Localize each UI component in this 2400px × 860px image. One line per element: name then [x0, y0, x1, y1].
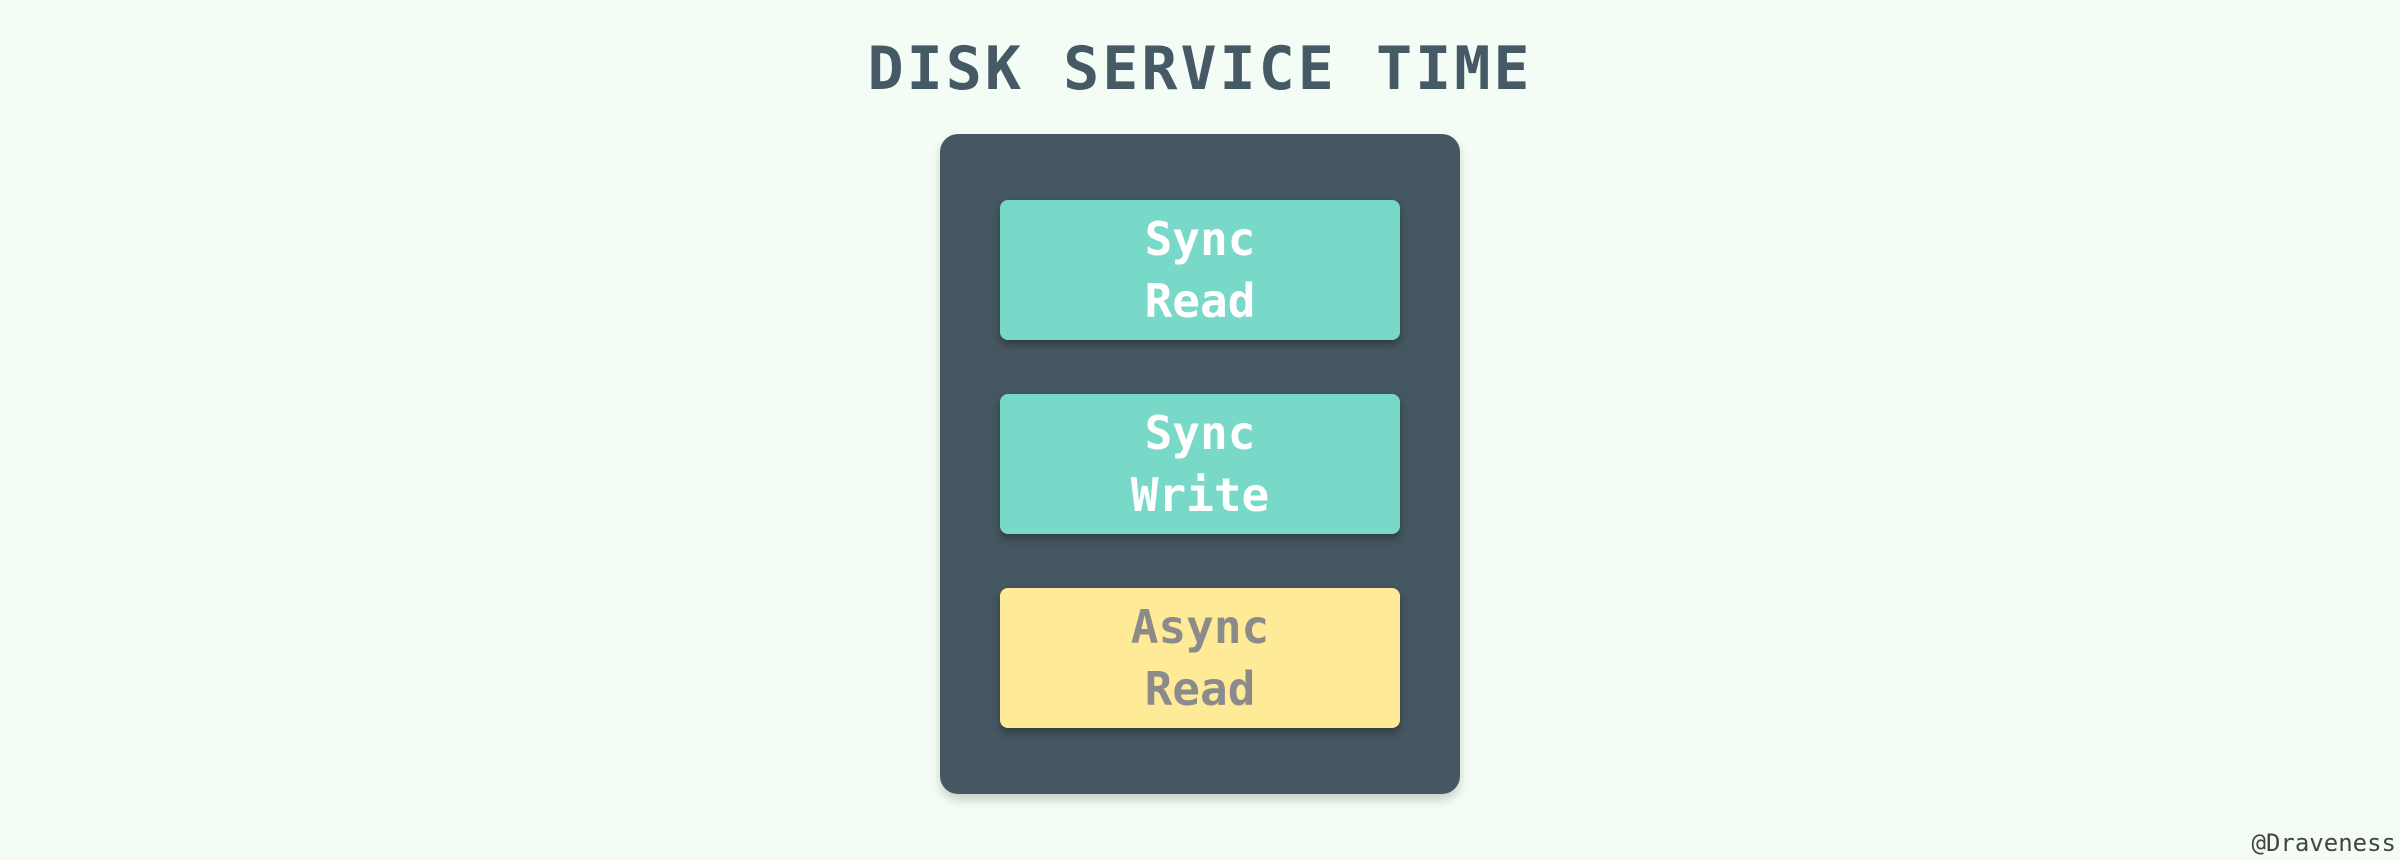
sync-read-box: Sync Read: [1000, 200, 1400, 340]
sync-write-label-line1: Sync: [1144, 406, 1256, 460]
disk-service-panel: Sync Read Sync Write Async Read: [940, 134, 1460, 794]
async-read-label-line2: Read: [1144, 662, 1256, 716]
author-watermark: @Draveness: [2251, 829, 2397, 857]
async-read-label-line1: Async: [1130, 600, 1270, 654]
sync-write-box: Sync Write: [1000, 394, 1400, 534]
sync-read-label-line2: Read: [1144, 274, 1256, 328]
diagram-title: DISK SERVICE TIME: [867, 34, 1533, 104]
async-read-box: Async Read: [1000, 588, 1400, 728]
sync-read-label-line1: Sync: [1144, 212, 1256, 266]
sync-write-label-line2: Write: [1130, 468, 1270, 522]
